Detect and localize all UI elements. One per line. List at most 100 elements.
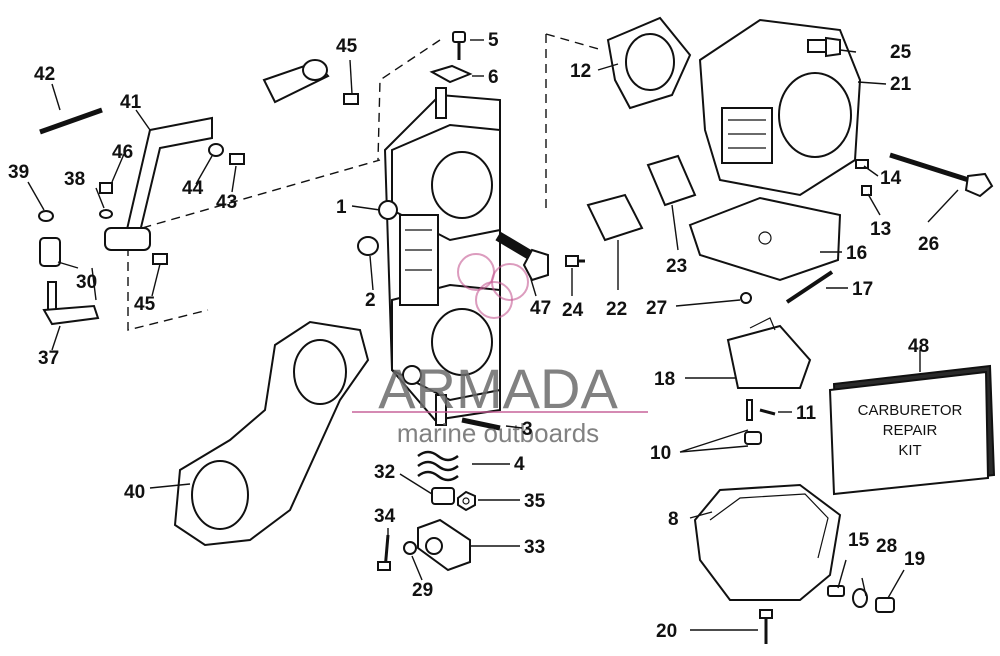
callout-42: 42: [34, 64, 55, 85]
spring-part-4: [417, 450, 459, 482]
callout-41: 41: [120, 92, 142, 113]
callout-39: 39: [8, 162, 29, 183]
assembly-guide-lines: [127, 33, 603, 331]
screw-part-27: [740, 292, 752, 304]
kit-line-3: KIT: [898, 442, 921, 459]
nut-part-35: [457, 490, 476, 512]
callout-34: 34: [374, 506, 396, 527]
gasket-part-40: [173, 320, 370, 547]
screw-part-15: [827, 585, 845, 597]
callout-4: 4: [514, 454, 525, 475]
watermark: ARMADA marine outboards: [352, 253, 648, 448]
callout-26: 26: [918, 234, 939, 255]
callout-38: 38: [64, 169, 85, 190]
float-bowl-part-8: [693, 483, 842, 601]
callout-5: 5: [488, 30, 499, 51]
linkage-cam-part: [262, 59, 330, 104]
callout-17: 17: [852, 279, 873, 300]
plug-part-2: [357, 236, 379, 256]
screw-part-24: [565, 255, 585, 267]
pin-part-17: [785, 270, 834, 304]
screw-part-14: [855, 159, 869, 169]
callout-20: 20: [656, 621, 677, 642]
callout-35: 35: [524, 491, 546, 512]
callout-11: 11: [796, 403, 817, 424]
callout-8: 8: [668, 509, 679, 530]
watermark-brand: ARMADA: [378, 357, 618, 420]
fitting-part-47: [495, 231, 549, 282]
plate-part-6: [429, 64, 473, 84]
bracket-part-37: [42, 281, 100, 326]
bushing-part-32: [431, 487, 455, 505]
watermark-tagline: marine outboards: [397, 418, 599, 448]
screw-part-42: [39, 107, 103, 135]
callout-43: 43: [216, 192, 237, 213]
screw-part-45-top: [343, 93, 359, 105]
clip-part-33: [417, 518, 471, 572]
screw-part-5: [452, 31, 466, 60]
screw-part-34: [377, 534, 391, 571]
callout-40: 40: [124, 482, 145, 503]
callout-3: 3: [522, 419, 533, 440]
callout-23: 23: [666, 256, 687, 277]
kit-line-2: REPAIR: [883, 422, 938, 439]
callout-33: 33: [524, 537, 545, 558]
callout-labels: 1 2 3 4 5 6 8 10 11 12 13 14 15 16 17 18…: [8, 30, 939, 642]
repair-kit-box: CARBURETOR REPAIR KIT: [828, 364, 996, 496]
callout-48: 48: [908, 336, 929, 357]
callout-6: 6: [488, 67, 499, 88]
screw-part-43: [229, 153, 245, 165]
washer-part-39: [38, 210, 54, 222]
callout-29: 29: [412, 580, 433, 601]
screw-part-25: [807, 36, 841, 58]
washer-part-29: [403, 541, 417, 555]
screw-part-45-left: [152, 253, 168, 265]
float-part-18: [726, 317, 812, 389]
callout-30: 30: [76, 272, 97, 293]
callout-37: 37: [38, 348, 59, 369]
callout-27: 27: [646, 298, 667, 319]
screw-part-46: [99, 182, 113, 194]
gasket-part-12: [606, 16, 692, 110]
carburetor-body-part: [378, 87, 501, 426]
callout-32: 32: [374, 462, 395, 483]
callout-47: 47: [530, 298, 551, 319]
callout-46: 46: [112, 142, 133, 163]
gasket-part-16: [688, 196, 842, 282]
washer-part-44: [208, 143, 224, 157]
callout-45-left: 45: [134, 294, 156, 315]
callout-2: 2: [365, 290, 376, 311]
lever-part-41: [104, 116, 213, 251]
callout-22: 22: [606, 299, 627, 320]
bolt-part-26: [889, 152, 994, 198]
callout-10: 10: [650, 443, 671, 464]
callout-18: 18: [654, 369, 675, 390]
callout-13: 13: [870, 219, 891, 240]
leader-lines: [27, 39, 959, 631]
air-intake-part-21: [698, 18, 862, 197]
callout-15: 15: [848, 530, 870, 551]
washer-part-38: [99, 209, 113, 219]
callout-45-top: 45: [336, 36, 358, 57]
screw-part-13: [861, 185, 872, 196]
pin-part-11: [759, 408, 776, 416]
bushing-part-30: [39, 237, 61, 267]
gasket-part-23: [646, 154, 697, 207]
callout-12: 12: [570, 61, 591, 82]
callout-24: 24: [562, 300, 584, 321]
callout-1: 1: [336, 197, 347, 218]
callout-14: 14: [880, 168, 902, 189]
plug-part-19: [875, 597, 895, 613]
washer-part-28: [852, 588, 868, 608]
plate-part-22: [586, 193, 644, 242]
callout-21: 21: [890, 74, 912, 95]
callout-16: 16: [846, 243, 867, 264]
pin-part-3: [461, 417, 501, 431]
screw-part-20: [759, 609, 773, 644]
kit-line-1: CARBURETOR: [858, 402, 963, 419]
callout-44: 44: [182, 178, 204, 199]
callout-25: 25: [890, 42, 912, 63]
callout-28: 28: [876, 536, 897, 557]
